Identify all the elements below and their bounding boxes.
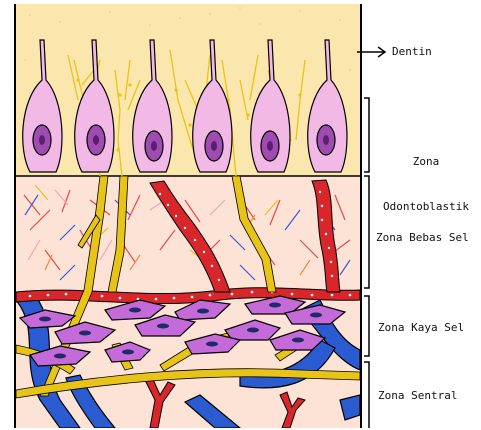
zone-brackets	[364, 98, 369, 428]
label-dentin: Dentin	[392, 44, 432, 59]
label-odontoblast-line2: Odontoblastik	[374, 199, 478, 214]
label-zona-sentral: Zona Sentral	[378, 388, 457, 403]
label-zona-kaya-sel: Zona Kaya Sel	[378, 320, 464, 335]
label-odontoblast-line1: Zona	[374, 154, 478, 169]
label-zona-bebas-sel: Zona Bebas Sel	[376, 230, 469, 245]
label-zona-odontoblastik: Zona Odontoblastik	[374, 124, 478, 229]
